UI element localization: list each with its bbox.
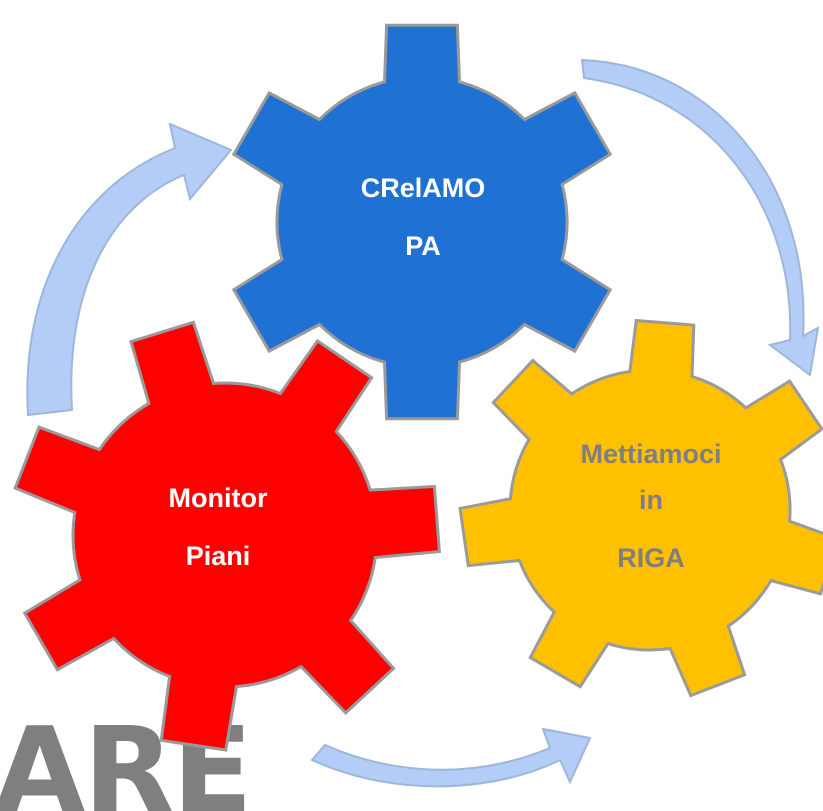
gear-crelamo-pa: CRelAMO PA — [231, 23, 613, 421]
gear-label-mettiamoci-line3: RIGA — [617, 543, 685, 573]
gear-label-mettiamoci-line1: Mettiamoci — [580, 439, 721, 469]
cycle-arrows — [26, 58, 820, 788]
gear-shape-mettiamoci-in-riga — [458, 318, 823, 698]
gear-label-crelamo-line2: PA — [405, 231, 441, 261]
gear-shape-monitor-piani — [13, 320, 442, 752]
gear-monitor-piani: Monitor Piani — [13, 320, 442, 752]
gear-label-monitor-piani-line1: Monitor — [169, 483, 268, 513]
arrow-right — [580, 58, 820, 377]
gear-label-mettiamoci-line2: in — [639, 485, 663, 515]
gear-shape-crelamo-pa — [231, 23, 613, 421]
arrow-bottom — [310, 727, 592, 788]
gear-mettiamoci-in-riga: Mettiamoci in RIGA — [458, 318, 823, 698]
arrow-left — [26, 122, 233, 417]
gear-label-monitor-piani-line2: Piani — [186, 541, 251, 571]
gear-label-crelamo-line1: CRelAMO — [361, 173, 486, 203]
